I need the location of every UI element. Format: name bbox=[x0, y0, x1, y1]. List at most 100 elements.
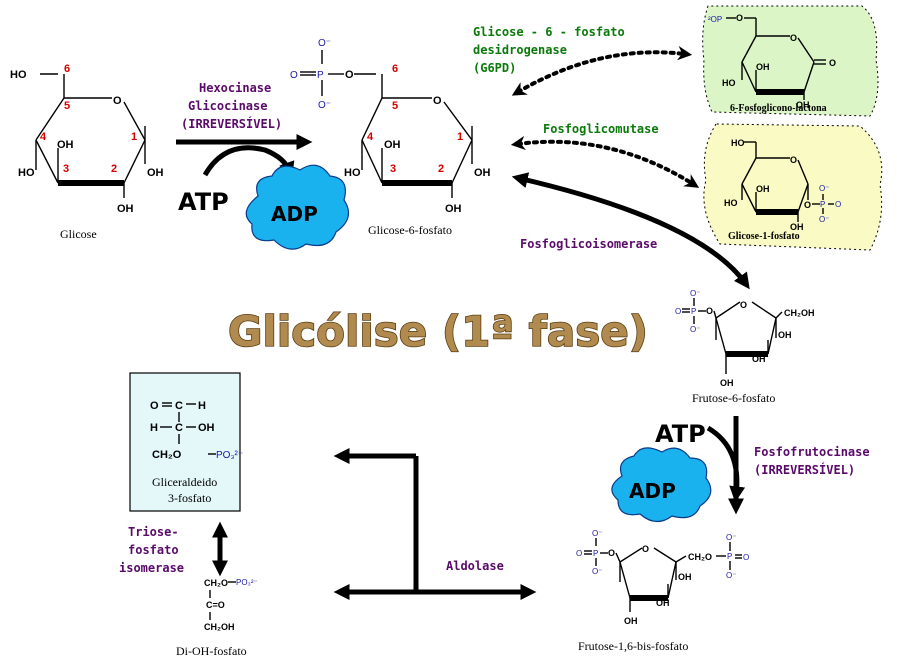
atom-O: O bbox=[150, 400, 159, 412]
atom-P: P bbox=[727, 552, 732, 561]
carbon-number: 4 bbox=[367, 131, 374, 143]
atom-HO: HO bbox=[724, 198, 738, 208]
carbon-number: 6 bbox=[392, 63, 398, 75]
atom-OH: OH bbox=[198, 422, 215, 434]
fosfoglicoisomerase-arrow bbox=[511, 172, 750, 290]
atom-O-minus: O⁻ bbox=[592, 529, 602, 538]
enzyme-triose-line1: Triose- bbox=[128, 525, 179, 539]
carbon-number: 6 bbox=[64, 63, 70, 75]
atom-O-minus: O⁻ bbox=[690, 325, 700, 334]
atom-OH: OH bbox=[778, 330, 792, 340]
atom-O-minus: O⁻ bbox=[318, 100, 331, 111]
atom-O: O bbox=[790, 155, 797, 165]
atom-OH: OH bbox=[57, 139, 74, 151]
atp-adp-curve-arrow bbox=[202, 145, 295, 179]
atom-O: O bbox=[290, 70, 298, 81]
gliceraldeido-box bbox=[129, 372, 241, 512]
atom-P: P bbox=[593, 549, 598, 558]
adp-cloud-2 bbox=[611, 447, 712, 523]
carbon-number: 5 bbox=[64, 100, 70, 112]
atom-O: O bbox=[829, 58, 836, 68]
atom-H: H bbox=[198, 400, 206, 412]
atom-O-minus: O⁻ bbox=[318, 38, 331, 49]
gliceraldeido-label-1: Gliceraldeido bbox=[152, 475, 217, 489]
atom-O: O bbox=[740, 300, 747, 310]
atom-C: C bbox=[175, 422, 183, 434]
glicose6p-structure: O⁻ O P O O⁻ O OH HO OH OH 6 5 4 3 2 1 bbox=[290, 38, 491, 215]
atom-OH: OH bbox=[796, 100, 810, 110]
atom-OH: OH bbox=[656, 598, 670, 608]
fosfoglicono-label: 6-Fosfoglicono-lactona bbox=[730, 103, 827, 114]
atom-PO3: PO₃²⁻ bbox=[216, 450, 243, 461]
enzyme-aldolase: Aldolase bbox=[446, 559, 504, 573]
atp-adp-curve-arrow-2 bbox=[706, 425, 746, 503]
enzyme-g6pd-line1: Glicose - 6 - fosfato bbox=[473, 25, 625, 39]
enzyme-irreversible: (IRREVERSÍVEL) bbox=[181, 116, 282, 131]
atom-OH: OH bbox=[474, 167, 491, 179]
atom-P: P bbox=[820, 200, 825, 209]
enzyme-fosfofrutocinase-irreversible: (IRREVERSÍVEL) bbox=[754, 462, 855, 477]
enzyme-fosfoglicoisomerase: Fosfoglicoisomerase bbox=[520, 237, 657, 251]
atom-O: O bbox=[642, 544, 649, 554]
dihidroxiacetona-label: Di-OH-fosfato bbox=[176, 644, 247, 658]
frutose16bp-structure: O⁻ O P O O⁻ O CH₂O P O⁻ O O⁻ OH OH OH bbox=[576, 529, 749, 626]
frutose16bp-label: Frutose-1,6-bis-fosfato bbox=[578, 639, 688, 653]
frutose6p-structure: O⁻ O P O O⁻ O CH₂OH OH OH OH bbox=[675, 289, 815, 388]
atom-O-minus: O⁻ bbox=[819, 184, 829, 193]
atom-O: O bbox=[736, 13, 743, 23]
atom-O: O bbox=[576, 549, 582, 558]
atom-OH: OH bbox=[756, 62, 770, 72]
g6pd-product-region bbox=[702, 5, 879, 117]
page-title: Glicólise (1ª fase) bbox=[228, 307, 648, 356]
carbon-number: 2 bbox=[111, 163, 117, 175]
dihidroxiacetona-structure: CH₂O PO₃²⁻ C=O CH₂OH bbox=[204, 578, 258, 632]
atom-CH2O: CH₂O bbox=[204, 578, 228, 588]
carbon-number: 1 bbox=[457, 131, 463, 143]
atp-label-2: ATP bbox=[655, 420, 706, 448]
atom-O: O bbox=[706, 306, 713, 316]
enzyme-hexocinase: Hexocinase bbox=[199, 81, 271, 95]
gliceraldeido-structure: O C H H C OH CH₂O PO₃²⁻ bbox=[150, 400, 243, 461]
atom-O-minus: O⁻ bbox=[592, 567, 602, 576]
gliceraldeido-label-2: 3-fosfato bbox=[168, 491, 211, 505]
atom-OH: OH bbox=[445, 203, 462, 215]
atom-OH: OH bbox=[117, 203, 134, 215]
atom-O: O bbox=[608, 548, 615, 558]
atom-O: O bbox=[113, 95, 122, 107]
atom-OH: OH bbox=[790, 222, 804, 232]
enzyme-g6pd-line3: (G6PD) bbox=[473, 61, 516, 75]
atom-OH: OH bbox=[752, 354, 766, 364]
atom-O-minus: O⁻ bbox=[690, 289, 700, 298]
glicose6p-label: Glicose-6-fosfato bbox=[368, 223, 452, 237]
atom-O: O bbox=[345, 69, 354, 81]
atom-H: H bbox=[150, 422, 158, 434]
glicose-label: Glicose bbox=[60, 227, 97, 241]
atom-OH: OH bbox=[147, 167, 164, 179]
adp-label-2: ADP bbox=[629, 479, 676, 503]
atom-CH2O: CH₂O bbox=[152, 449, 182, 461]
atom-OH: OH bbox=[720, 378, 734, 388]
atp-label: ATP bbox=[178, 188, 229, 216]
atom-O: O bbox=[835, 200, 841, 209]
atom-HO: HO bbox=[18, 167, 35, 179]
atom-HO: HO bbox=[10, 69, 27, 81]
carbon-number: 2 bbox=[438, 163, 444, 175]
atom-OP: ²OP bbox=[708, 15, 722, 24]
atom-O: O bbox=[804, 200, 811, 210]
atom-C-eq-O: C=O bbox=[206, 600, 225, 610]
adp-cloud bbox=[245, 164, 350, 250]
enzyme-triose-line2: fosfato bbox=[128, 543, 179, 557]
carbon-number: 3 bbox=[390, 163, 396, 175]
carbon-number: 1 bbox=[131, 131, 137, 143]
atom-OH: OH bbox=[384, 139, 401, 151]
atom-OH: OH bbox=[624, 616, 638, 626]
atom-PO3: PO₃²⁻ bbox=[236, 578, 258, 587]
glicose-structure: HO O OH HO OH OH 6 5 4 3 2 1 bbox=[10, 63, 164, 215]
enzyme-triose-line3: isomerase bbox=[119, 561, 184, 575]
atom-HO: HO bbox=[731, 138, 745, 148]
carbon-number: 5 bbox=[392, 100, 398, 112]
enzyme-fosfofrutocinase: Fosfofrutocinase bbox=[754, 445, 870, 459]
g6pd-dotted-arrow bbox=[511, 46, 693, 96]
